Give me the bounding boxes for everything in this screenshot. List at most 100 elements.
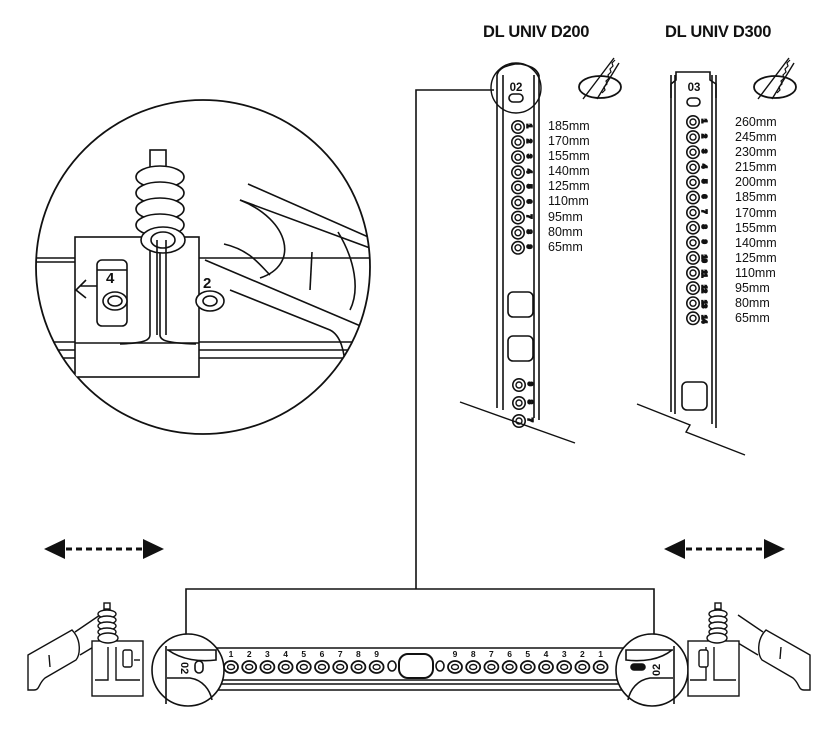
length-value: 110mm xyxy=(548,194,589,209)
bar-hole-number: 2 xyxy=(580,649,585,659)
bar-hole-number: 9 xyxy=(453,649,458,659)
adjustment-hole: 5 xyxy=(510,180,533,195)
adjustment-hole: 3 xyxy=(685,145,708,160)
length-value: 125mm xyxy=(548,179,590,194)
bar-hole xyxy=(556,660,573,674)
hole-number: 14 xyxy=(700,315,707,323)
bar-hole xyxy=(538,660,554,674)
right-spring-clip[interactable] xyxy=(687,602,811,697)
length-value: 95mm xyxy=(735,281,770,296)
length-value: 170mm xyxy=(735,205,777,220)
mounting-bar xyxy=(151,633,689,707)
bar-hole xyxy=(501,660,518,674)
hole-number: 3 xyxy=(700,149,707,153)
length-value: 230mm xyxy=(735,145,777,160)
bar-hole xyxy=(447,660,463,674)
adjustment-hole: 8 xyxy=(685,220,708,235)
hole-number: 1 xyxy=(700,119,707,123)
hole-number: 9 xyxy=(525,245,532,249)
bar-hole-number: 3 xyxy=(265,649,270,659)
length-value: 110mm xyxy=(735,265,776,280)
adjustment-hole: 1 xyxy=(510,120,533,135)
hole-label: 2 xyxy=(203,275,211,292)
bar-hole-number: 3 xyxy=(562,649,567,659)
saw-cut-icon xyxy=(578,57,622,100)
leader-bracket-bar-ends xyxy=(185,588,655,638)
right-adjust-arrow[interactable] xyxy=(664,539,785,559)
model-title-d200: DL UNIV D200 xyxy=(483,23,590,41)
adjustment-hole: 7 xyxy=(511,413,534,428)
length-value: 185mm xyxy=(548,119,590,133)
leader-line-d200 xyxy=(415,89,494,589)
callout-leader-lines xyxy=(185,89,655,638)
bar-hole xyxy=(519,660,536,674)
length-value: 80mm xyxy=(548,224,583,239)
length-value: 65mm xyxy=(735,311,770,326)
adjustment-hole: 9 xyxy=(511,377,534,392)
hole-number: 13 xyxy=(700,300,707,308)
d200-profile-code: 02 xyxy=(510,82,523,94)
bar-hole-number: 4 xyxy=(544,649,549,659)
adjustment-hole: 4 xyxy=(685,160,708,175)
hole-number: 6 xyxy=(700,195,707,199)
model-title-d300: DL UNIV D300 xyxy=(665,23,772,41)
hole-number: 7 xyxy=(526,418,533,422)
bar-hole xyxy=(350,660,367,674)
adjustment-hole: 6 xyxy=(510,195,533,210)
d300-profile-code: 03 xyxy=(688,82,701,94)
adjustment-hole: 1 xyxy=(685,115,708,130)
hole-number: 5 xyxy=(700,179,707,183)
bar-hole xyxy=(277,660,294,674)
hole-number: 8 xyxy=(525,230,532,234)
hole-number: 5 xyxy=(525,184,532,188)
length-value: 65mm xyxy=(548,239,583,254)
hole-number: 7 xyxy=(700,210,707,214)
bar-hole xyxy=(592,660,609,674)
length-value: 245mm xyxy=(735,130,777,145)
hole-number: 11 xyxy=(700,270,707,278)
left-spring-clip[interactable] xyxy=(27,602,144,697)
adjustment-hole: 4 xyxy=(510,165,533,180)
hole-number: 2 xyxy=(525,139,532,143)
d200-magnifier-circle xyxy=(490,62,542,114)
hole-number: 4 xyxy=(525,169,532,173)
adjustment-hole: 9 xyxy=(510,240,533,255)
bar-hole xyxy=(223,660,239,674)
length-value: 185mm xyxy=(735,190,777,205)
bar-hole-number: 6 xyxy=(507,649,512,659)
bar-hole xyxy=(259,660,276,674)
adjustment-hole: 13 xyxy=(685,296,708,311)
hole-number: 12 xyxy=(700,285,707,293)
bar-hole-number: 7 xyxy=(338,649,343,659)
bar-hole-number: 6 xyxy=(320,649,325,659)
hole-number: 9 xyxy=(526,382,533,386)
length-value: 155mm xyxy=(548,149,590,164)
bar-hole-number: 5 xyxy=(525,649,530,659)
adjustment-hole: 14 xyxy=(685,311,708,326)
bar-left-end-code: 02 xyxy=(178,662,190,674)
bar-hole xyxy=(465,660,482,674)
bar-hole-number: 1 xyxy=(229,649,234,659)
arrow-right-head-icon xyxy=(143,539,164,559)
adjustment-hole: 12 xyxy=(685,281,708,296)
bar-hole xyxy=(483,660,500,674)
adjustment-hole: 8 xyxy=(511,395,534,410)
adjustment-hole: 10 xyxy=(685,250,708,265)
bar-hole xyxy=(574,660,591,674)
length-value: 170mm xyxy=(548,134,590,149)
length-value: 140mm xyxy=(735,235,777,250)
bar-hole xyxy=(295,660,312,674)
bar-hole xyxy=(314,660,330,674)
saw-cut-icon xyxy=(753,57,797,100)
left-adjust-arrow[interactable] xyxy=(44,539,164,559)
hole-number: 6 xyxy=(525,200,532,204)
adjustment-hole: 6 xyxy=(685,190,708,205)
length-value: 215mm xyxy=(735,160,777,175)
adjustment-hole: 2 xyxy=(510,135,533,150)
bar-hole-number: 7 xyxy=(489,649,494,659)
bar-hole xyxy=(368,660,385,674)
adjustment-hole: 11 xyxy=(685,265,708,280)
